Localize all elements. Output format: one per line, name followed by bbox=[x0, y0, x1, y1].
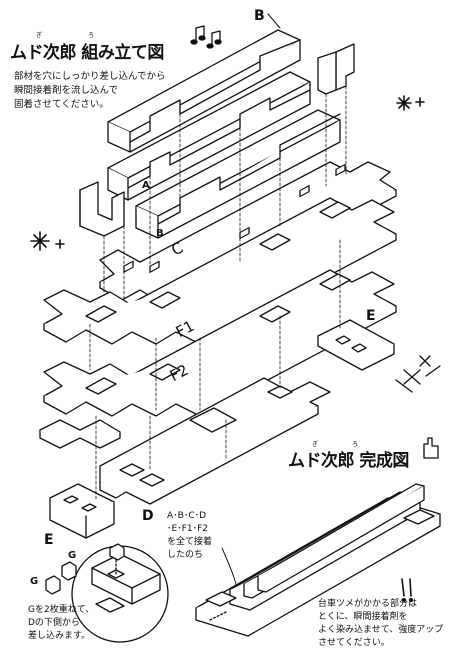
title-ruby-2: ろ bbox=[88, 32, 95, 39]
part-b-end-post bbox=[317, 43, 355, 95]
part-label-b: B bbox=[254, 8, 265, 24]
completed-title: ムド次郎 完成図 bbox=[288, 451, 409, 471]
cross-hatch-doodle bbox=[395, 355, 441, 393]
g-detail-inset bbox=[71, 543, 169, 643]
sparkle-icon bbox=[30, 95, 425, 251]
completed-title-ruby-1: ぎ bbox=[312, 441, 319, 448]
part-g-pieces bbox=[45, 561, 77, 595]
pointing-hand-icon bbox=[423, 437, 439, 459]
part-f1-plate bbox=[43, 197, 397, 345]
part-label-a: A bbox=[142, 180, 150, 191]
assembly-order-note: A･B･C･D ･E･F1･F2 を全て接着 したのち bbox=[167, 511, 213, 560]
completed-model-note: 台車ツメがかかる部分は とくに、瞬間接着剤を よく染み込ませて、強度アップ させ… bbox=[318, 599, 444, 648]
part-d-frame bbox=[99, 377, 331, 505]
part-e-right-block bbox=[317, 319, 395, 371]
page-title: ムド次郎 組み立て図 bbox=[10, 43, 164, 63]
completed-model bbox=[195, 483, 441, 637]
part-label-g-2: G bbox=[30, 576, 39, 587]
part-label-e-left: E bbox=[44, 532, 54, 548]
completed-title-ruby-2: ろ bbox=[352, 441, 359, 448]
part-a-rail bbox=[107, 71, 311, 201]
part-label-d: D bbox=[142, 508, 154, 524]
part-label-b2: B bbox=[156, 228, 164, 239]
part-label-g-1: G bbox=[68, 550, 77, 561]
part-g-note: Gを2枚重ねて、 Dの下側から 差し込みます。 bbox=[28, 605, 95, 641]
part-e-left-block bbox=[49, 483, 115, 539]
part-b2-rail bbox=[135, 109, 341, 239]
part-f2-plate bbox=[43, 269, 397, 417]
title-ruby-1: ぎ bbox=[36, 32, 43, 39]
part-b-rail bbox=[107, 29, 301, 153]
assembly-guide-lines bbox=[89, 85, 347, 501]
part-label-e-right: E bbox=[366, 308, 376, 324]
music-note-icon bbox=[190, 25, 222, 49]
part-a-end-post bbox=[79, 181, 125, 237]
exclamation-icon bbox=[401, 578, 413, 602]
left-bracket-plate bbox=[39, 419, 121, 449]
instruction-text: 部材を穴にしっかり差し込んでから 瞬間接着剤を流し込んで 固着させてください。 bbox=[14, 71, 166, 110]
